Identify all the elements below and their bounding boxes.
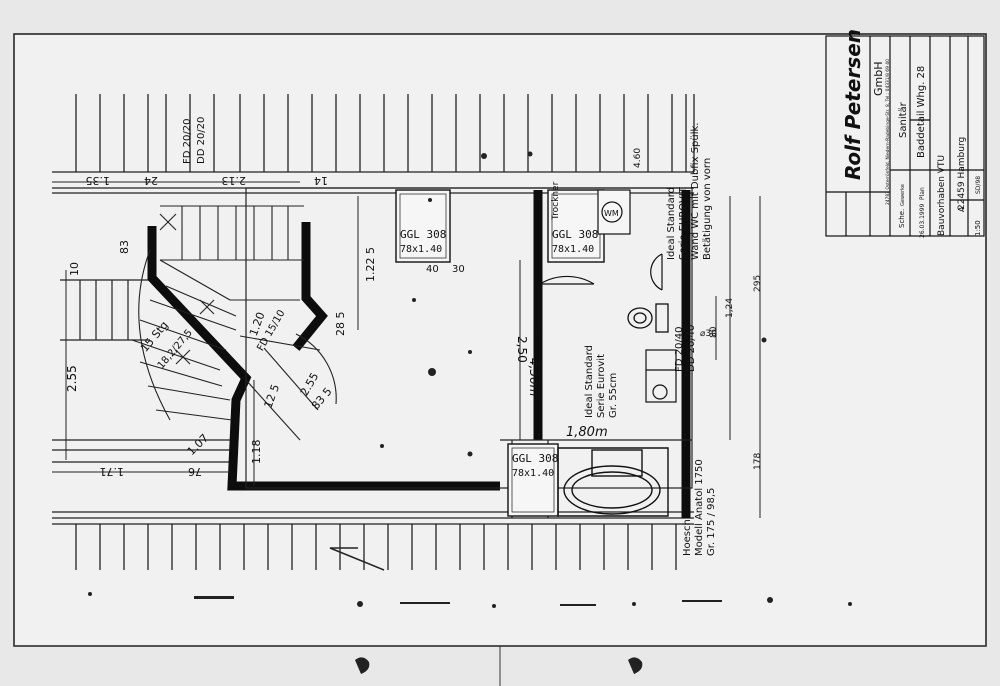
dim-180: 1,80m (566, 425, 608, 440)
dim-14: 14 (314, 174, 328, 187)
dim-circ: ⌀30 (700, 329, 717, 339)
drawing-scale: 1:50 (974, 220, 982, 236)
dim-118: 1.18 (250, 440, 263, 465)
tub-label-3: Gr. 175 / 98,5 (706, 488, 717, 556)
trade-label: Gewerke (900, 184, 906, 206)
skylight-window-1: GGL 308 78x1.40 (395, 189, 451, 263)
dim-135: 1.35 (86, 174, 111, 187)
binding-clip-icon (355, 657, 370, 674)
sheet-code: SD/98 (975, 176, 982, 194)
door (539, 275, 595, 334)
drawing-date: 26.03.1999 (919, 203, 926, 238)
dim-30: 30 (452, 264, 465, 275)
client-name: Bauvorhaben VTU (937, 155, 947, 236)
tub-label-2: Modell Anatol 1750 (694, 459, 705, 556)
wash-basin (650, 253, 663, 291)
dim-40: 40 (426, 264, 439, 275)
wm-label: WM (604, 209, 619, 218)
basin-label-2: Serie Eurovit (596, 354, 607, 418)
window-2-size: 78x1.40 (552, 244, 594, 255)
fd-lower-2: DD 20/40 (686, 325, 697, 372)
walls (147, 190, 691, 518)
shelf-unit (645, 349, 677, 403)
window-3-type: GGL 308 (512, 452, 558, 465)
dimension-lines (52, 181, 761, 518)
dim-83: 83 (118, 240, 131, 254)
roof-rafters-top (75, 94, 695, 172)
plan-label: Plan (919, 187, 926, 200)
dim-171: 1.71 (100, 465, 125, 478)
toilet (627, 303, 669, 333)
dim-178: 178 (753, 453, 763, 470)
wc-label-4: Betätigung von vorn (702, 158, 713, 260)
dryer-label: Trockner (551, 181, 561, 221)
title-block (825, 35, 985, 237)
plan-value: Baddetail Whg. 28 (916, 66, 927, 158)
dim-10: 10 (68, 262, 81, 276)
dim-80: 80 (709, 326, 719, 338)
company-suffix: GmbH (872, 62, 885, 97)
drawing-frame (13, 33, 987, 647)
tub-label-1: Hoesch (682, 519, 693, 556)
binding-clip-icon (628, 657, 643, 674)
dim-285: 28 5 (334, 312, 347, 337)
dim-430: 4,30m (527, 358, 541, 396)
dim-255: 2.55 (65, 365, 79, 392)
fd-upper-2: DD 20/20 (196, 117, 207, 164)
window-3-size: 78x1.40 (512, 468, 554, 479)
dim-460: 4.60 (633, 148, 643, 168)
roof-rafters-bottom (52, 511, 694, 570)
wc-label-2: Serie EUROVIT (678, 186, 689, 260)
washing-machine: WM (597, 189, 631, 235)
company-name: Rolf Petersen (841, 29, 865, 180)
dim-122: 1.22 5 (364, 247, 377, 282)
company-address: 24783 Osterrönfeld, Niedern-Radebinge-St… (885, 59, 891, 205)
sheet-number: A (957, 206, 966, 212)
fd-lower-1: FD 20/40 (674, 327, 685, 372)
scan-noise (88, 151, 852, 608)
staircase (131, 205, 337, 441)
basin-label-1: Ideal Standard (584, 345, 595, 418)
dim-213: 2.13 (222, 174, 247, 187)
dim-76: 76 (188, 465, 202, 478)
window-2-type: GGL 308 (552, 228, 598, 241)
dim-295: 295 (753, 275, 763, 292)
dim-250: 2,50 (515, 336, 529, 363)
skylight-window-3: GGL 308 78x1.40 (507, 443, 559, 517)
trade-value: Sanitär (898, 101, 909, 138)
project-location: 22459 Hamburg (957, 137, 967, 210)
dim-124: 1,24 (725, 298, 735, 318)
wc-label-3: Wand WC mit Dubfix Spülk. (690, 123, 701, 260)
bath-tub (557, 447, 669, 517)
wc-label-1: Ideal Standard (666, 187, 677, 260)
basin-label-3: Gr. 55cm (608, 373, 619, 418)
dim-24: 24 (144, 174, 158, 187)
fd-upper-1: FD 20/20 (182, 119, 193, 164)
window-1-size: 78x1.40 (400, 244, 442, 255)
drawn-by: Sche. (898, 209, 906, 228)
window-1-type: GGL 308 (400, 228, 446, 241)
